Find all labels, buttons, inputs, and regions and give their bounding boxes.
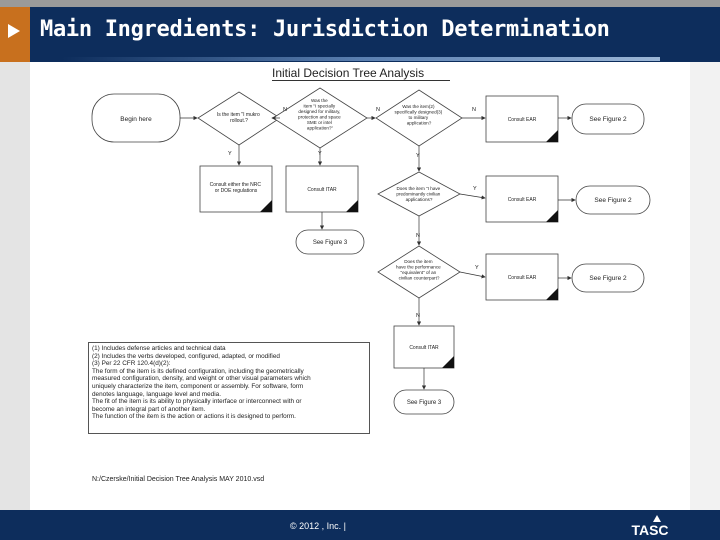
consult-ear-box-3: Consult EAR (485, 253, 559, 301)
see-figure-3-node-1: See Figure 3 (295, 229, 365, 255)
svg-text:See Figure 2: See Figure 2 (589, 275, 627, 282)
figure-title-underline (272, 80, 450, 81)
svg-text:Y: Y (416, 153, 420, 159)
svg-text:N: N (472, 107, 476, 113)
svg-text:N: N (416, 233, 420, 239)
footnote-line: The function of the item is the action o… (92, 413, 296, 421)
svg-text:Consult EAR: Consult EAR (508, 275, 537, 281)
svg-text:Consult either the NRC o: Consult either the NRC or DOE regulation… (210, 182, 263, 194)
branch-labels: N N N Y Y Y Y N Y N (228, 107, 479, 319)
see-figure-2-node-3: See Figure 2 (571, 263, 645, 293)
consult-ear-box-1: Consult EAR (485, 95, 559, 143)
tasc-logo: TASC (631, 515, 669, 538)
footnote-line: The form of the item is its defined conf… (92, 367, 304, 375)
decision-tree-diagram: Begin here Is the item "I mukro rollout.… (91, 87, 651, 415)
consult-itar-box-2: Consult ITAR (393, 325, 455, 369)
svg-text:Consult ITAR: Consult ITAR (307, 187, 337, 193)
see-figure-3-node-2: See Figure 3 (393, 389, 455, 415)
slide-footer (0, 510, 720, 540)
left-sidebar-strip (0, 62, 30, 510)
svg-text:See Figure 3: See Figure 3 (313, 240, 348, 246)
footnote-line: (2) Includes the verbs developed, config… (92, 352, 280, 360)
q2-text: Was the item "I specially designed for m… (298, 98, 342, 131)
header-underline (62, 57, 660, 61)
q1-text: Is the item "I mukro rollout.? (217, 112, 261, 124)
logo-text: TASC (631, 522, 668, 538)
footnotes-box: (1) Includes defense articles and techni… (88, 342, 370, 434)
consult-nrc-doe-box: Consult either the NRC or DOE regulation… (199, 165, 273, 213)
q5-text: Does the item have the performance "equi… (396, 259, 442, 281)
footnote-line: uniquely characterize the item, componen… (92, 382, 304, 390)
svg-text:Consult EAR: Consult EAR (508, 117, 537, 123)
right-sidebar-strip (690, 62, 720, 510)
svg-text:Y: Y (473, 186, 477, 192)
top-gray-strip (0, 0, 720, 7)
q3-text: Was the item(2) specifically designed(3)… (394, 104, 443, 126)
slide-title: Main Ingredients: Jurisdiction Determina… (40, 17, 610, 42)
svg-text:See Figure 2: See Figure 2 (589, 116, 627, 123)
footnote-line: The fit of the item is its ability to ph… (92, 398, 302, 406)
svg-text:N: N (416, 313, 420, 319)
figure-title: Initial Decision Tree Analysis (272, 66, 425, 80)
see-figure-2-node-2: See Figure 2 (575, 185, 651, 215)
consult-ear-box-2: Consult EAR (485, 175, 559, 223)
copyright-text: © 2012 , Inc. | (290, 521, 346, 531)
diagram-connectors (180, 115, 576, 390)
begin-label: Begin here (120, 116, 152, 123)
file-path-caption: N:/Czerske/Initial Decision Tree Analysi… (92, 476, 265, 483)
svg-text:See Figure 3: See Figure 3 (407, 400, 442, 406)
svg-text:N: N (376, 107, 380, 113)
footnote-line: measured configuration, density, and wei… (92, 375, 311, 383)
svg-text:See Figure 2: See Figure 2 (594, 197, 632, 204)
svg-text:Y: Y (228, 151, 232, 157)
footnote-line: (1) Includes defense articles and techni… (92, 345, 226, 352)
slide-header (0, 7, 720, 62)
svg-text:Y: Y (475, 265, 479, 271)
svg-text:Consult ITAR: Consult ITAR (409, 345, 439, 351)
svg-text:Y: Y (318, 151, 322, 157)
footnote-line: denotes language, language level and med… (92, 390, 221, 398)
consult-itar-box-1: Consult ITAR (285, 165, 359, 213)
footnote-line: become an integral part of another item. (92, 405, 206, 413)
q4-text: Does the item "I have predominantly civi… (396, 186, 441, 202)
svg-text:Consult EAR: Consult EAR (508, 197, 537, 203)
play-arrow-icon (8, 24, 20, 38)
footnote-line: (3) Per 22 CFR 120.4(d)(2): (92, 360, 171, 368)
see-figure-2-node-1: See Figure 2 (571, 103, 645, 135)
svg-text:N: N (283, 107, 287, 113)
